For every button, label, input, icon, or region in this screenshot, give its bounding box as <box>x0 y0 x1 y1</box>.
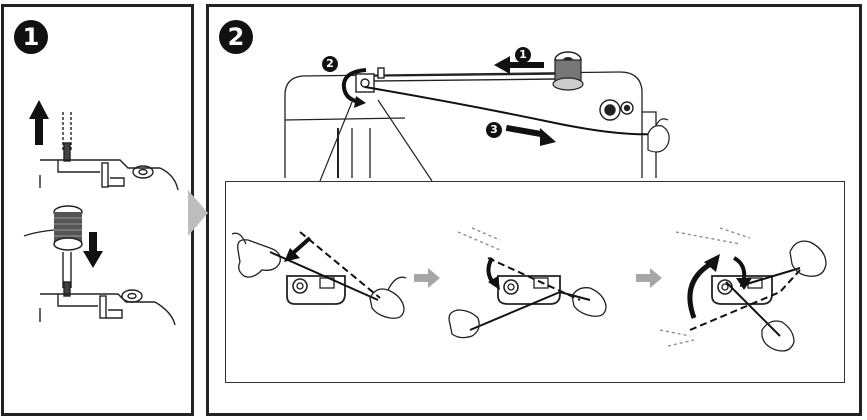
substep-2-badge: 2 <box>322 56 338 72</box>
step-2-badge: 2 <box>219 20 253 54</box>
step-1-badge: 1 <box>14 20 48 54</box>
step-1-panel <box>1 4 194 416</box>
substep-3-badge: 3 <box>486 122 502 138</box>
substep-1-badge: 1 <box>515 47 531 63</box>
detail-callout-box <box>225 181 845 383</box>
